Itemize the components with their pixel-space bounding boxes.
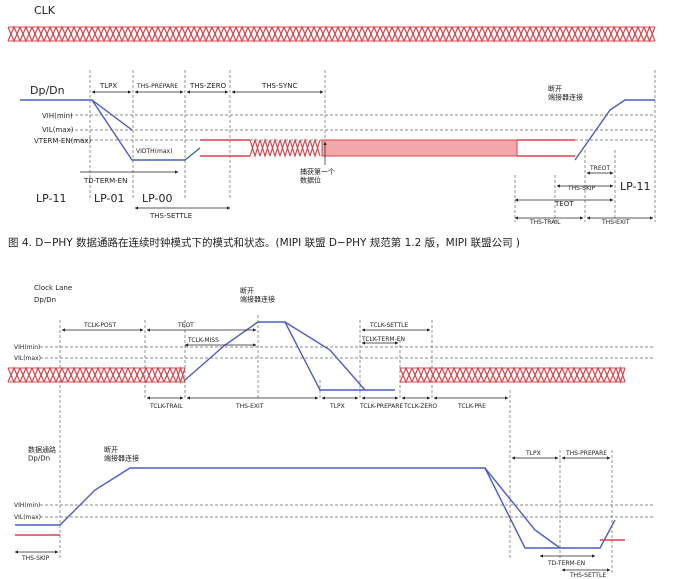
t-hs-prepare-label-2: THS-PREPARE [565,450,607,457]
t-hs-zero-label: THS-ZERO [189,82,227,90]
lp11-left-label: LP-11 [36,192,67,205]
vil-max-label-2: VIL(max) [14,355,41,362]
disconnect-terminator-label-2: 断开端接器连接 [240,286,275,303]
disconnect-terminator-label-3: 断开端接器连接 [104,445,139,462]
clock-lane-dpdn-label: Dp/Dn [34,296,56,304]
t-hs-trail-label: THS-TRAIL [529,219,561,226]
capture-first-bit-label: 捕获第一个数据位 [300,167,335,184]
timing-arrows-2 [14,328,611,572]
clk-label: CLK [34,4,56,17]
t-hs-sync-label: THS-SYNC [261,82,297,90]
dpdn-label: Dp/Dn [30,84,65,97]
clock-lane-lp-trace [184,321,395,391]
figure-5: Clock Lane Dp/Dn VIH(min) VIL(max) [7,284,655,579]
t-clk-zero-label: TCLK-ZERO [403,403,437,410]
vih-min-label: VIH(min) [42,112,73,120]
timing-arrows-top [80,90,654,220]
figure-4-caption: 图 4. D−PHY 数据通路在连续时钟模式下的模式和状态。(MIPI 联盟 D… [8,236,520,249]
t-d-term-en-label: TD-TERM-EN [83,177,127,185]
vih-min-label-3: VIH(min) [14,502,40,509]
t-clk-miss-label: TCLK-MISS [187,337,219,344]
t-lpx-label-2: TLPX [329,403,345,410]
dpdn-exit-trace [574,99,655,161]
t-hs-skip-label: THS-SKIP [567,185,596,192]
clock-lane-eye-right [399,366,626,384]
t-hs-skip-label-2: THS-SKIP [21,555,50,562]
dpdn-lp-trace [20,99,201,161]
figure-4: CLK Dp/Dn VIH(min) VIL(max) [7,4,656,249]
lp11-right-label: LP-11 [620,180,651,193]
t-reot-label: TREOT [589,165,610,172]
disconnect-terminator-label-1: 断开端接器连接 [548,84,583,101]
clock-lane-eye-left [7,366,186,384]
t-hs-exit-label-2: THS-EXIT [235,403,264,410]
timing-guides-2 [59,315,613,575]
dpdn-lp-trace-b [91,99,133,131]
data-lane-trace-b [484,467,561,549]
level-lines [70,114,655,141]
lp01-label: LP-01 [94,192,125,205]
clk-eye-pattern [7,25,656,43]
clock-lane-label: Clock Lane [34,284,72,292]
hs-data-band [200,137,575,159]
clock-lane-lp-trace-b [284,321,366,391]
level-lines-2 [40,346,655,518]
lp00-label: LP-00 [142,192,173,205]
vidth-label: VIDTH(max) [136,148,172,155]
vil-max-label: VIL(max) [42,126,74,134]
t-clk-post-label: TCLK-POST [83,322,116,329]
vih-min-label-2: VIH(min) [14,344,40,351]
t-hs-prepare-label: THS-PREPARE [136,83,178,90]
t-eot-label: TEOT [554,200,574,208]
t-clk-pre-label: TCLK-PRE [457,403,486,410]
t-clk-trail-label: TCLK-TRAIL [149,403,183,410]
t-hs-exit-label: THS-EXIT [601,219,630,226]
t-hs-settle-label-2: THS-SETTLE [569,572,606,579]
vil-max-label-3: VIL(max) [14,514,41,521]
t-eot-label-2: TEOT [177,322,194,329]
data-lane-trace [15,467,616,549]
t-hs-settle-label: THS-SETTLE [149,212,192,220]
t-clk-term-en-label: TCLK-TERM-EN [361,336,405,343]
t-clk-prepare-label: TCLK-PREPARE [359,403,403,410]
t-clk-settle-label: TCLK-SETTLE [369,322,408,329]
t-d-term-en-label-2: TD-TERM-EN [547,560,585,567]
t-lpx-label-3: TLPX [525,450,541,457]
t-lpx-label: TLPX [99,82,117,90]
vterm-en-label: VTERM-EN(max) [34,137,92,145]
